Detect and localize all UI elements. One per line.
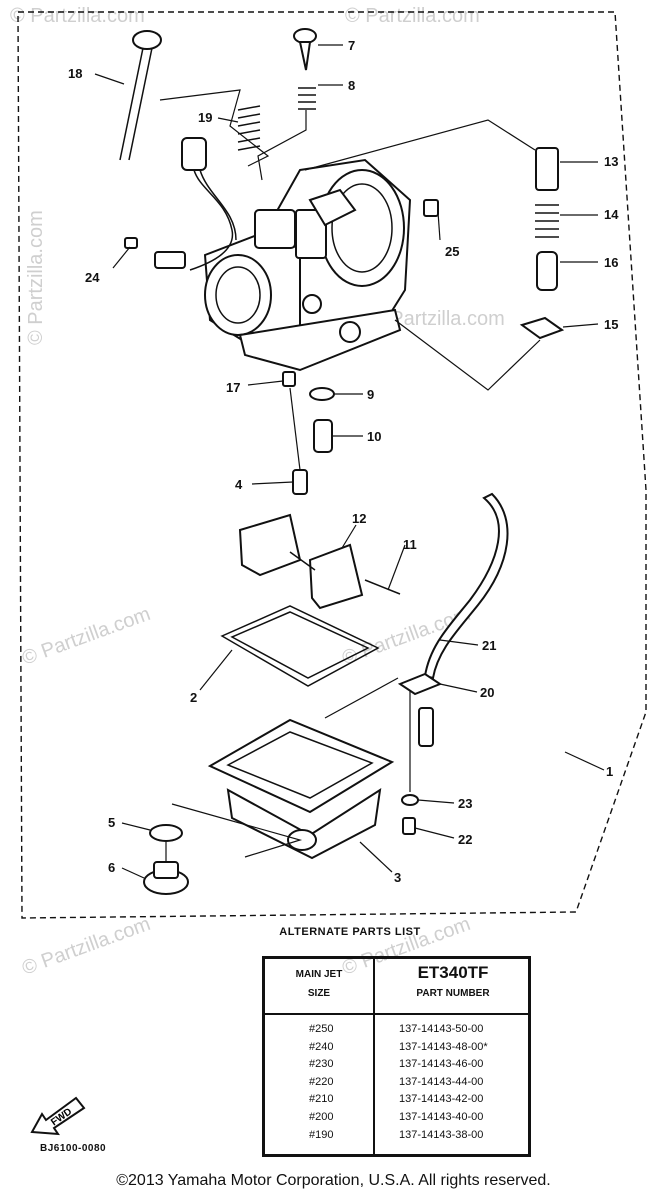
washer-9 (309, 387, 335, 401)
callout-23: 23 (458, 796, 472, 811)
table-row: #220 137-14143-44-00 (265, 1076, 528, 1094)
callout-9: 9 (367, 387, 374, 402)
callout-5: 5 (108, 815, 115, 830)
table-row: #210 137-14143-42-00 (265, 1093, 528, 1111)
callout-16: 16 (604, 255, 618, 270)
diagram-reference-code: BJ6100-0080 (40, 1143, 107, 1154)
table-row: #240 137-14143-48-00* (265, 1041, 528, 1059)
table-header-divider (265, 1013, 528, 1015)
callout-7: 7 (348, 38, 355, 53)
callout-18: 18 (68, 66, 82, 81)
fwd-arrow-icon: FWD (30, 1096, 86, 1136)
part-number: 137-14143-42-00 (399, 1093, 484, 1106)
watermark: © Partzilla.com (345, 5, 480, 27)
model-name: ET340TF (417, 963, 489, 982)
washer-23 (401, 794, 419, 806)
part-number: 137-14143-46-00 (399, 1058, 484, 1071)
jet-size: #230 (309, 1058, 334, 1071)
part-number: 137-14143-44-00 (399, 1075, 484, 1088)
callout-3: 3 (394, 870, 401, 885)
callout-25: 25 (445, 244, 459, 259)
drain-plug-6 (143, 861, 189, 895)
jet-17 (282, 371, 296, 387)
screw-25 (423, 199, 439, 217)
alternate-parts-table: MAIN JET SIZE ET340TF PART NUMBER #250 1… (262, 956, 531, 1157)
callout-13: 13 (604, 154, 618, 169)
jet-size: #210 (309, 1093, 334, 1106)
pilot-screw-set (519, 147, 565, 340)
main-jet-4 (292, 469, 308, 495)
main-jet-header-line2: SIZE (307, 988, 331, 999)
part-number-header: ET340TF PART NUMBER (375, 961, 531, 1003)
callout-24: 24 (85, 270, 100, 285)
needle-jet-10 (313, 419, 333, 453)
o-ring-5 (149, 824, 183, 842)
callout-labels: 18 19 7 8 13 14 16 15 25 24 17 9 10 4 12… (68, 38, 619, 885)
screw-24 (124, 237, 186, 269)
callout-8: 8 (348, 78, 355, 93)
part-number: 137-14143-40-00 (399, 1110, 484, 1123)
screw-7 (293, 28, 317, 71)
table-row: #200 137-14143-40-00 (265, 1111, 528, 1129)
gasket-2 (220, 605, 380, 687)
spring-19 (237, 105, 261, 151)
axis-line (289, 387, 301, 471)
jet-size: #200 (309, 1110, 334, 1123)
copyright-notice: ©2013 Yamaha Motor Corporation, U.S.A. A… (116, 1172, 551, 1189)
callout-11: 11 (403, 537, 417, 552)
table-row: #250 137-14143-50-00 (265, 1023, 528, 1041)
main-jet-header-line1: MAIN JET (295, 969, 343, 980)
callout-19: 19 (198, 110, 212, 125)
jet-size: #250 (309, 1023, 334, 1035)
watermark: © Partzilla.com (19, 913, 153, 980)
jet-size: #240 (309, 1040, 334, 1053)
float-bowl-3 (207, 718, 395, 860)
table-column-divider (373, 959, 375, 1154)
callout-22: 22 (458, 832, 472, 847)
callout-1: 1 (606, 764, 613, 779)
jet-size: #190 (309, 1128, 334, 1141)
watermark: © Partzilla.com (10, 5, 145, 27)
alternate-parts-title: ALTERNATE PARTS LIST (279, 926, 421, 938)
watermark: © Partzilla.com (19, 603, 153, 670)
spacer (418, 707, 434, 747)
screw-22 (402, 817, 416, 835)
part-number: 137-14143-50-00 (399, 1023, 484, 1035)
part-number-label: PART NUMBER (416, 988, 490, 999)
callout-21: 21 (482, 638, 496, 653)
callout-6: 6 (108, 860, 115, 875)
part-number: 137-14143-38-00 (399, 1128, 484, 1141)
table-rows: #250 137-14143-50-00 #240 137-14143-48-0… (265, 1023, 528, 1146)
callout-17: 17 (226, 380, 240, 395)
callout-4: 4 (235, 477, 243, 492)
hose-21 (423, 492, 509, 680)
carburetor-body (181, 137, 412, 372)
callout-10: 10 (367, 429, 381, 444)
leader-lines (94, 44, 605, 879)
callout-14: 14 (604, 207, 619, 222)
jet-size: #220 (309, 1075, 334, 1088)
table-row: #230 137-14143-46-00 (265, 1058, 528, 1076)
spring-8 (298, 87, 316, 110)
callout-2: 2 (190, 690, 197, 705)
float-12 (238, 513, 364, 610)
callout-15: 15 (604, 317, 618, 332)
long-screw-18 (119, 30, 162, 161)
callout-12: 12 (352, 511, 366, 526)
part-number: 137-14143-48-00* (399, 1040, 488, 1053)
assembly-boundary (17, 11, 647, 919)
watermark-vertical: © Partzilla.com (25, 210, 47, 345)
main-jet-size-header: MAIN JET SIZE (265, 965, 373, 1003)
table-row: #190 137-14143-38-00 (265, 1129, 528, 1147)
callout-20: 20 (480, 685, 494, 700)
pin-11 (364, 579, 401, 595)
watermark: © Partzilla.com (370, 308, 505, 330)
watermarks: © Partzilla.com © Partzilla.com © Partzi… (10, 5, 505, 980)
